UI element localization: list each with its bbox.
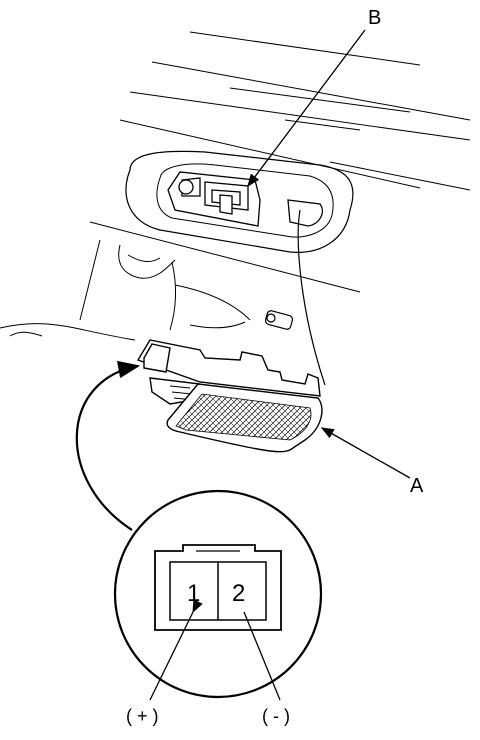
polarity-leaders (149, 599, 281, 701)
polarity-positive-label: ( + ) (126, 706, 159, 726)
connector-detail: 1 2 (113, 489, 323, 701)
connector-terminal (154, 544, 282, 631)
polarity-negative-label: ( - ) (262, 706, 290, 726)
curved-arrow (75, 360, 141, 531)
lamp-housing-opening (125, 150, 354, 253)
leader-a (320, 427, 411, 479)
label-part-b: B (368, 7, 381, 29)
label-part-a: A (410, 475, 424, 497)
headliner-lines (89, 31, 471, 293)
pin-2-label: 2 (232, 580, 245, 607)
bulb-socket-b (167, 171, 323, 227)
wiring (0, 209, 326, 386)
lamp-assembly-a (136, 339, 323, 453)
pin-1-label: 1 (187, 580, 200, 607)
leader-lines (75, 29, 411, 531)
leader-b (247, 29, 366, 188)
bulb-icon (264, 310, 294, 330)
